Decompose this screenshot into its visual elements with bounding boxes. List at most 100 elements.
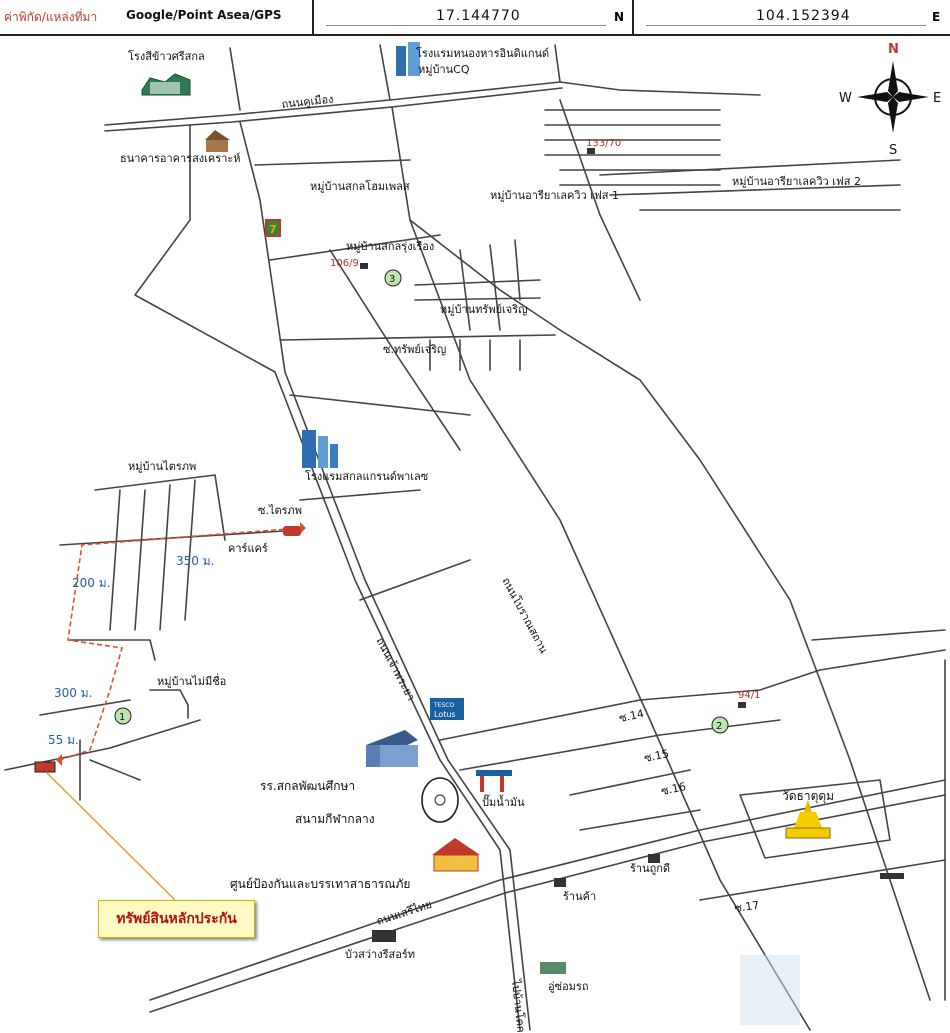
- road-soi16: [569, 769, 691, 796]
- road-h5: [299, 489, 421, 501]
- label-soi-traiphop: ซ.ไตรภพ: [258, 504, 302, 517]
- road-traiphop-grid: [94, 474, 226, 631]
- label-garage: อู่ซ่อมรถ: [548, 980, 589, 993]
- seven-eleven-glyph: 7: [269, 223, 277, 236]
- house-icon: [360, 263, 368, 269]
- road-ariya: [559, 99, 641, 301]
- marker-1: [114, 707, 132, 725]
- compass-icon: N S E W: [839, 42, 941, 158]
- watermark-stamp: [740, 955, 800, 1025]
- temple-stupa-icon: [785, 800, 831, 839]
- source-cell: ค่าพิกัด/แหล่งที่มา Google/Point Asea/GP…: [0, 0, 314, 34]
- school-building-icon: [366, 730, 418, 767]
- grand-hotel-icon: [302, 430, 338, 468]
- tesco-lotus-icon: TESCO Lotus: [430, 698, 464, 720]
- label-resort: บัวสว่างรีสอร์ท: [345, 948, 415, 961]
- route-line: [59, 527, 301, 761]
- landmark-icons: 7 TESCO Lotus: [141, 42, 904, 1025]
- road-north-3: [554, 44, 561, 83]
- longitude-underline: [646, 25, 926, 26]
- compass-east-arrow: [893, 92, 929, 102]
- road-main-west: [134, 124, 521, 1031]
- road-soi17: [699, 859, 946, 901]
- road-east: [811, 629, 946, 641]
- label-dist-300: 300 ม.: [54, 686, 92, 700]
- label-road-boran: ถนนโบราณสถาน: [499, 575, 551, 656]
- label-no-94: 94/1: [738, 690, 760, 701]
- house-icon: [648, 854, 660, 863]
- compass-south-arrow: [888, 97, 898, 133]
- label-school: รร.สกลพัฒนศึกษา: [260, 779, 355, 793]
- coord-label: ค่าพิกัด/แหล่งที่มา: [4, 10, 98, 24]
- label-dist-350: 350 ม.: [176, 554, 214, 568]
- compass-west-arrow: [857, 92, 893, 102]
- label-road-serithai: ถนนเสรีไทย: [375, 898, 434, 928]
- collateral-marker: [34, 761, 56, 773]
- road-khumuang-edge: [104, 87, 563, 132]
- house-icon: [738, 702, 746, 708]
- latitude-value: 17.144770: [436, 8, 521, 24]
- house-icons: [360, 148, 904, 974]
- label-village-sapcharoen: หมู่บ้านทรัพย์เจริญ: [440, 303, 528, 316]
- house-icon: [880, 873, 904, 879]
- hotel-tower-icon: [396, 42, 420, 76]
- road-h4: [289, 394, 471, 416]
- label-village-sakon-home: หมู่บ้านสกลโฮมเพลส: [310, 179, 410, 193]
- road-h2: [269, 234, 441, 261]
- road-h1: [254, 159, 411, 166]
- gas-station-icon: [476, 770, 512, 792]
- label-road-khumuang: ถนนคูเมือง: [281, 93, 334, 111]
- road-north-2: [379, 44, 391, 101]
- factory-icon: [141, 73, 191, 96]
- label-soi-17: ซ.17: [734, 899, 761, 915]
- marker-2-label: 2: [716, 721, 722, 732]
- marker-1-label: 1: [119, 712, 125, 723]
- road-ne-1: [559, 81, 761, 96]
- route-arrow-end: [56, 754, 62, 766]
- road-soi15: [459, 719, 781, 771]
- longitude-suffix: E: [932, 10, 941, 24]
- latitude-cell: 17.144770 N: [312, 0, 634, 34]
- compass-north-arrow: [888, 61, 898, 97]
- road-network: [4, 44, 946, 1031]
- compass-w: W: [839, 91, 852, 106]
- marker-3-label: 3: [389, 274, 395, 285]
- road-soi16b: [579, 809, 701, 831]
- route-path: [56, 522, 306, 766]
- gps-source: Google/Point Asea/GPS: [126, 8, 282, 22]
- label-soi-15: ซ.15: [643, 747, 670, 765]
- label-soi-14: ซ.14: [618, 707, 645, 725]
- compass-e: E: [933, 91, 941, 106]
- collateral-label: ทรัพย์สินหลักประกัน: [116, 911, 237, 927]
- road-west-h: [4, 719, 201, 771]
- collateral-label-box: ทรัพย์สินหลักประกัน: [98, 900, 255, 938]
- road-soi-sapcharoen: [429, 339, 521, 371]
- label-village-traiphop: หมู่บ้านไตรภพ: [128, 460, 196, 473]
- label-shop-tukdee: ร้านถูกดี: [630, 862, 670, 875]
- map-canvas: N S E W 7 TESCO: [4, 42, 946, 1033]
- tesco-text: TESCO: [433, 702, 454, 709]
- label-dist-55: 55 ม.: [48, 733, 79, 747]
- road-ariya-grid-2: [599, 159, 901, 211]
- road-serithai: [149, 779, 946, 1001]
- label-no-133: 133/70: [586, 138, 621, 149]
- compass-n: N: [888, 42, 899, 57]
- collateral-site: [34, 761, 176, 901]
- road-west-d: [89, 759, 141, 781]
- temple-block: [739, 779, 891, 859]
- label-bank: ธนาคารอาคารสงเคราะห์: [120, 152, 241, 165]
- marker-3: [384, 269, 402, 287]
- marker-2: [711, 716, 729, 734]
- road-sapcharoen-grid: [414, 239, 541, 331]
- road-west-h2: [39, 699, 131, 716]
- road-noname: [149, 689, 189, 719]
- road-soi14: [439, 649, 946, 741]
- label-disaster-center: ศูนย์ป้องกันและบรรเทาสาธารณภัย: [230, 877, 410, 892]
- label-hotel-grand: โรงแรมสกลแกรนด์พาเลซ: [305, 469, 429, 483]
- route-arrow-start: [300, 522, 306, 534]
- longitude-cell: 104.152394 E: [632, 0, 948, 34]
- house-icon: [372, 930, 396, 942]
- label-car-care: คาร์แคร์: [228, 542, 268, 555]
- label-rice-mill: โรงสีข้าวศรีสกล: [128, 49, 205, 63]
- latitude-underline: [326, 25, 606, 26]
